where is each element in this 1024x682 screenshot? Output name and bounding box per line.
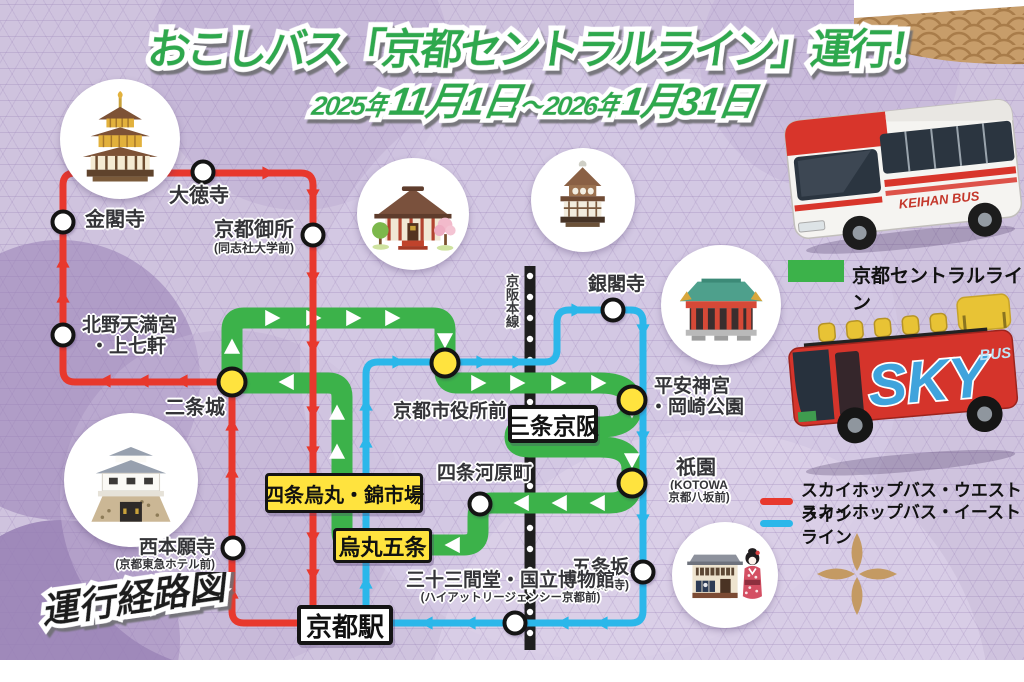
station-gosho — [300, 222, 326, 248]
west-line-path — [59, 169, 317, 627]
west-line-legend: スカイホップバス・ウエストライン — [760, 476, 1024, 526]
temple-hall-illustration — [357, 158, 469, 270]
station-shiyakusho — [429, 347, 461, 379]
station-label-nishihonganji-main: 西本願寺 — [138, 537, 215, 558]
station-label-gosho-main: 京都御所 — [214, 219, 294, 241]
station-ginkakuji — [600, 297, 626, 323]
seigaiha-corner-decor — [854, 0, 1024, 65]
station-label-shiyakusho: 京都市役所前 — [393, 401, 508, 422]
central-line-legend-label: 京都セントラルライン — [852, 266, 1024, 314]
station-label-kitano: 北野天満宮 ・上七軒 — [82, 315, 178, 357]
central-line-arrows — [223, 309, 641, 554]
station-label-gojozaka-main: 五条坂 — [572, 557, 630, 578]
station-label-gion-sub: (KOTOWA 京都八坂前) — [653, 479, 745, 504]
west-line-arrows — [56, 166, 320, 599]
skyhop-logo-text: SKY — [865, 343, 995, 419]
station-label-daitokuji: 大徳寺 — [169, 185, 229, 207]
west-line-legend-label: スカイホップバス・ウエストライン — [800, 481, 1022, 525]
station-heianjingu — [616, 384, 648, 416]
station-label-kinkakuji: 金閣寺 — [85, 209, 145, 231]
station-sanjusangendo — [502, 610, 528, 636]
page-title: おこしバス「京都セントラルライン」運行！ — [145, 26, 931, 73]
station-label-heianjingu-sub: ・岡崎公園 — [649, 396, 745, 418]
gold-pavilion-icon — [82, 90, 158, 182]
station-label-gion-sub2: 京都八坂前) — [668, 491, 730, 504]
route-map: 金閣寺 大徳寺 京都御所 (同志社大学前) 北野天満宮 ・上七軒 二条城 西本願… — [0, 0, 1024, 660]
station-box-shijo-karasuma: 四条烏丸・錦市場 — [264, 473, 424, 513]
station-label-gion: 祇園 — [676, 457, 716, 479]
station-label-nishihonganji-sub: (京都東急ホテル前) — [115, 558, 215, 571]
flower-decor — [817, 533, 897, 615]
station-label-kitano-sub: ・上七軒 — [90, 335, 167, 357]
station-label-kitano-main: 北野天満宮 — [82, 315, 178, 336]
railway-label-keihan: 京阪本線 — [503, 274, 519, 328]
east-line-path — [362, 306, 647, 627]
station-label-gosho: 京都御所 (同志社大学前) — [170, 219, 294, 255]
machiya-maiko-icon — [686, 547, 762, 599]
skyhop-logo-sub-text: BUS — [979, 345, 1012, 365]
station-nijojo — [216, 366, 248, 398]
nijo-castle-illustration — [64, 413, 198, 547]
station-label-sanjusangendo-sub: (ハイアットリージェンシー京都前) — [420, 591, 601, 604]
heian-shrine-illustration — [661, 245, 781, 365]
central-line-legend-swatch — [788, 260, 844, 282]
operation-dates: 2025年11月1日～2026年1月31日 — [308, 81, 761, 124]
station-kinkakuji — [50, 209, 76, 235]
station-nishihonganji — [220, 535, 246, 561]
station-box-kyoto-station: 京都駅 — [297, 605, 393, 645]
station-box-sanjokeihan: 三条京阪 — [507, 405, 599, 443]
ginkakuji-illustration — [531, 148, 635, 252]
temple-hall-icon — [372, 186, 456, 251]
east-line-arrows — [359, 303, 650, 630]
east-line-legend: スカイホップバス・イーストライン — [760, 498, 1024, 548]
station-label-sanjusangendo: 三十三間堂・国立博物館 (ハイアットリージェンシー京都前) — [406, 570, 616, 604]
date-end-year: 2026年 — [541, 90, 629, 121]
date-start-year: 2025年 — [309, 90, 397, 121]
map-title: 運行経路図 — [34, 572, 237, 636]
date-start-day: 11月1日 — [386, 81, 526, 124]
skyhop-bus-photo: SKY BUS — [788, 293, 1019, 476]
east-line-legend-label: スカイホップバス・イーストライン — [800, 503, 1022, 547]
station-label-nishihonganji: 西本願寺 (京都東急ホテル前) — [100, 537, 215, 571]
station-label-heianjingu: 平安神宮 ・岡崎公園 — [649, 376, 744, 418]
station-daitokuji — [190, 159, 216, 185]
station-gojozaka — [630, 559, 656, 585]
station-kitano — [50, 322, 76, 348]
station-label-gojozaka: 五条坂 (清水寺) — [572, 557, 630, 592]
title-banner: おこしバス「京都セントラルライン」運行！ 2025年11月1日～2026年1月3… — [140, 21, 936, 128]
kinkakuji-illustration — [60, 79, 180, 199]
station-kawaramachi — [467, 491, 493, 517]
station-label-nijojo: 二条城 — [165, 397, 225, 419]
east-line-legend-swatch — [760, 519, 793, 527]
station-label-heianjingu-main: 平安神宮 — [654, 376, 731, 397]
gion-illustration — [672, 522, 778, 628]
heian-shrine-icon — [679, 278, 763, 341]
station-box-karasuma-gojo: 烏丸五条 — [333, 528, 432, 563]
keihan-bus-photo: KEIHAN BUS — [784, 99, 1023, 254]
station-label-gosho-sub: (同志社大学前) — [214, 240, 294, 255]
date-end-day: 1月31日 — [619, 81, 762, 124]
map-title-text: 運行経路図 — [38, 572, 232, 632]
station-label-kawaramachi: 四条河原町 — [437, 463, 533, 484]
station-label-sanjusangendo-main: 三十三間堂・国立博物館 — [406, 570, 616, 591]
station-label-gion-sub1: (KOTOWA — [670, 478, 728, 492]
station-gion — [616, 467, 648, 499]
silver-pavilion-icon — [560, 160, 606, 228]
station-label-gojozaka-sub: (清水寺) — [585, 577, 629, 592]
central-line-legend: 京都セントラルライン — [852, 261, 1024, 315]
nijo-castle-icon — [91, 447, 171, 522]
station-label-ginkakuji: 銀閣寺 — [588, 274, 646, 295]
west-line-legend-swatch — [760, 497, 793, 505]
